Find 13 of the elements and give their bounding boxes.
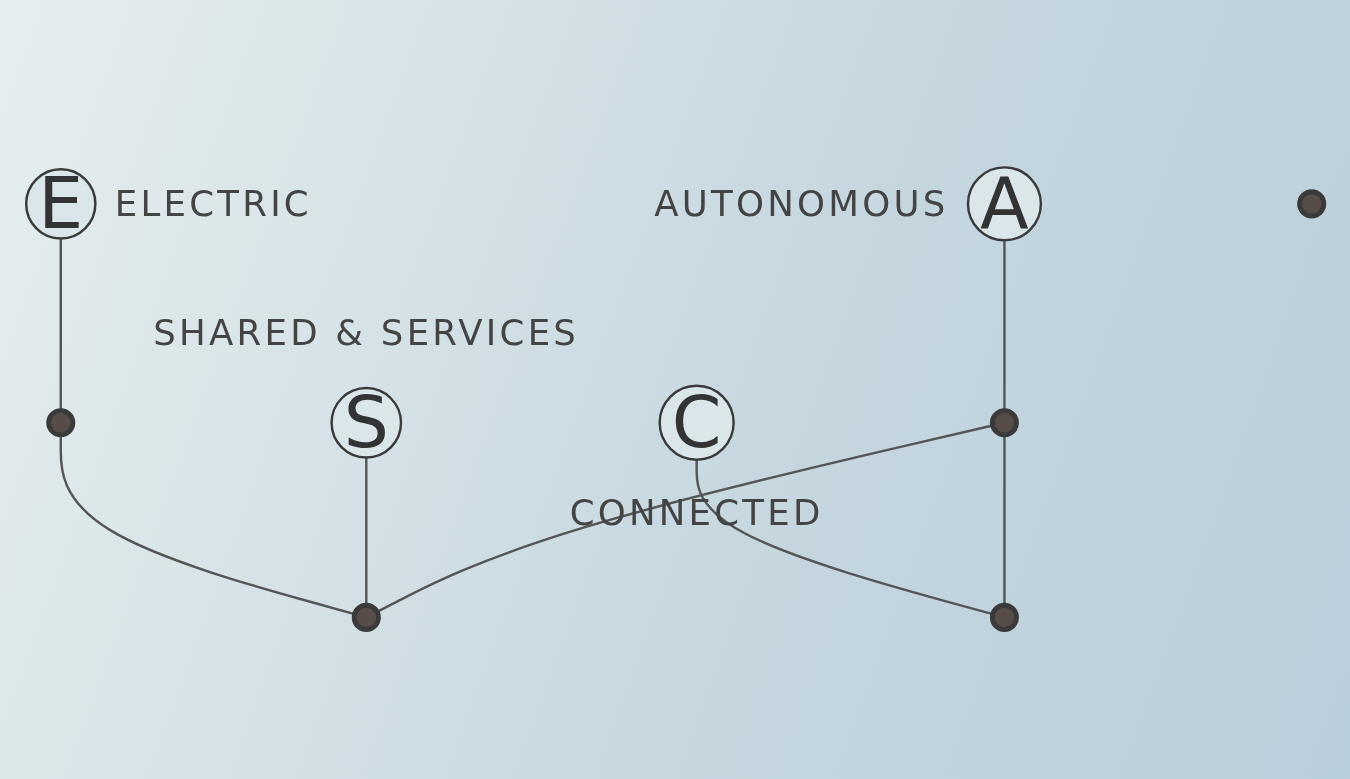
node-caption: ELECTRIC [114,182,312,224]
connector [376,423,993,613]
node-circle [351,602,381,632]
node-circle [989,407,1019,437]
node-caption: SHARED & SERVICES [153,311,580,353]
node-circle: S [330,386,403,459]
node-circle: A [966,165,1043,241]
node-circle [1297,188,1327,218]
node-circle [989,602,1019,632]
node-circle: C [658,384,735,461]
node-circle: E [24,167,97,240]
node-caption: AUTONOMOUS [654,182,949,224]
node-circle [46,407,76,437]
